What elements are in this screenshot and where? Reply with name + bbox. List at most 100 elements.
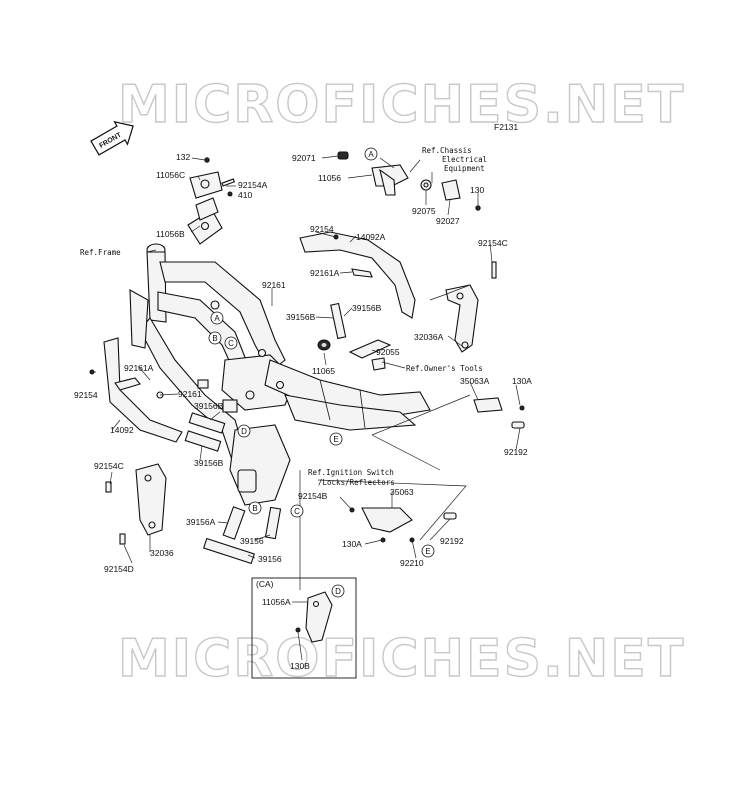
ref-ignition-1: Ref.Ignition Switch [308,468,394,477]
part-92075: 92075 [412,206,436,216]
part-92154d: 92154D [104,564,134,574]
pad-39156a [222,506,246,540]
callout-c-frame: C [224,336,238,350]
callout-a-frame: A [210,311,224,325]
part-11065: 11065 [312,366,335,376]
pad-39156b-left-upper [188,412,226,434]
part-130: 130 [470,185,484,195]
part-130b: 130B [290,661,310,671]
callout-d-frame: D [237,424,251,438]
part-32036: 32036 [150,548,174,558]
watermark-bottom: MICROFICHES.NET [118,629,685,689]
part-35063: 35063 [390,487,414,497]
part-92192-right: 92192 [504,447,528,457]
strap-92055 [348,339,392,359]
part-labels: 132 11056C 92154A 410 11056B 92071 11056… [74,152,532,671]
part-92154c-right: 92154C [478,238,508,248]
inset-box [251,577,357,679]
cover-14092 [89,337,183,443]
part-14092: 14092 [110,425,134,435]
part-92154c-left: 92154C [94,461,124,471]
part-92154-left: 92154 [74,390,98,400]
cover-14092a [299,231,416,319]
grommet-11065 [317,339,331,351]
ref-chassis-2: Electrical [442,155,487,164]
part-92154b: 92154B [298,491,328,501]
part-11056b: 11056B [156,229,185,239]
svg-text:A: A [368,150,374,159]
part-92154a: 92154A [238,180,268,190]
svg-text:D: D [335,587,341,596]
part-92161-left: 92161 [178,389,202,399]
part-410: 410 [238,190,252,200]
ref-frame: Ref.Frame [80,248,121,257]
part-130a-bottom: 130A [342,539,362,549]
part-39156b-left2: 39156B [194,458,224,468]
svg-text:B: B [252,504,257,513]
ref-chassis-3: Equipment [444,164,485,173]
part-130a-right: 130A [512,376,532,386]
grommet-92075 [420,179,432,191]
bracket-35063 [349,507,457,543]
pad-39156-small [264,506,282,540]
part-92027: 92027 [436,216,460,226]
part-92071: 92071 [292,153,316,163]
part-92161a-left: 92161A [124,363,154,373]
pad-39156-long [202,537,256,565]
clamp-92027 [441,179,481,211]
ref-owners-tools: Ref.Owner's Tools [406,364,483,373]
part-132: 132 [176,152,190,162]
bracket-35063a [473,397,525,429]
part-39156-a: 39156 [240,536,264,546]
bracket-11056c [189,157,223,199]
part-39156b-left1: 39156B [194,401,224,411]
main-frame [129,243,431,506]
bolt-92154a [221,178,236,197]
part-92154-top: 92154 [310,224,334,234]
pad-39156b-center [330,302,347,340]
ref-ignition-2: /Locks/Reflectors [318,478,395,487]
part-92055: 92055 [376,347,400,357]
bracket-11056 [337,151,409,196]
part-92161a-top: 92161A [310,268,340,278]
callout-e-bracket: E [421,544,435,558]
callout-b-pad: B [248,501,262,515]
svg-text:A: A [214,314,220,323]
bracket-32036 [105,463,167,545]
part-11056: 11056 [318,173,341,183]
part-92192-bottom: 92192 [440,536,464,546]
svg-text:C: C [228,339,234,348]
callout-e-frame: E [329,432,343,446]
inset-label: (CA) [256,579,274,589]
part-11056a: 11056A [262,597,291,607]
part-92210: 92210 [400,558,424,568]
leader-lines [92,155,521,661]
watermark-top: MICROFICHES.NET [118,75,685,135]
svg-text:B: B [212,334,217,343]
part-35063a: 35063A [460,376,490,386]
ref-chassis-1: Ref.Chassis [422,146,472,155]
callout-c-pad: C [290,504,304,518]
callout-b-frame: B [208,331,222,345]
part-39156b-right: 39156B [352,303,382,313]
bracket-11056b [187,197,223,245]
bracket-32036a [445,261,497,353]
bracket-11056a [295,591,333,643]
figure-code: F2131 [494,122,518,132]
callout-d-inset: D [331,584,345,598]
pad-39156b-left-lower [184,430,222,452]
part-39156a: 39156A [186,517,216,527]
tool-holder [371,357,386,371]
part-11056c: 11056C [156,170,185,180]
svg-text:E: E [333,435,338,444]
part-92161-top: 92161 [262,280,286,290]
svg-text:D: D [241,427,247,436]
part-32036a: 32036A [414,332,444,342]
svg-text:C: C [294,507,300,516]
callout-a-top: A [364,147,378,161]
svg-text:E: E [425,547,430,556]
part-39156b-mid: 39156B [286,312,316,322]
part-14092a: 14092A [356,232,386,242]
part-39156-b: 39156 [258,554,282,564]
